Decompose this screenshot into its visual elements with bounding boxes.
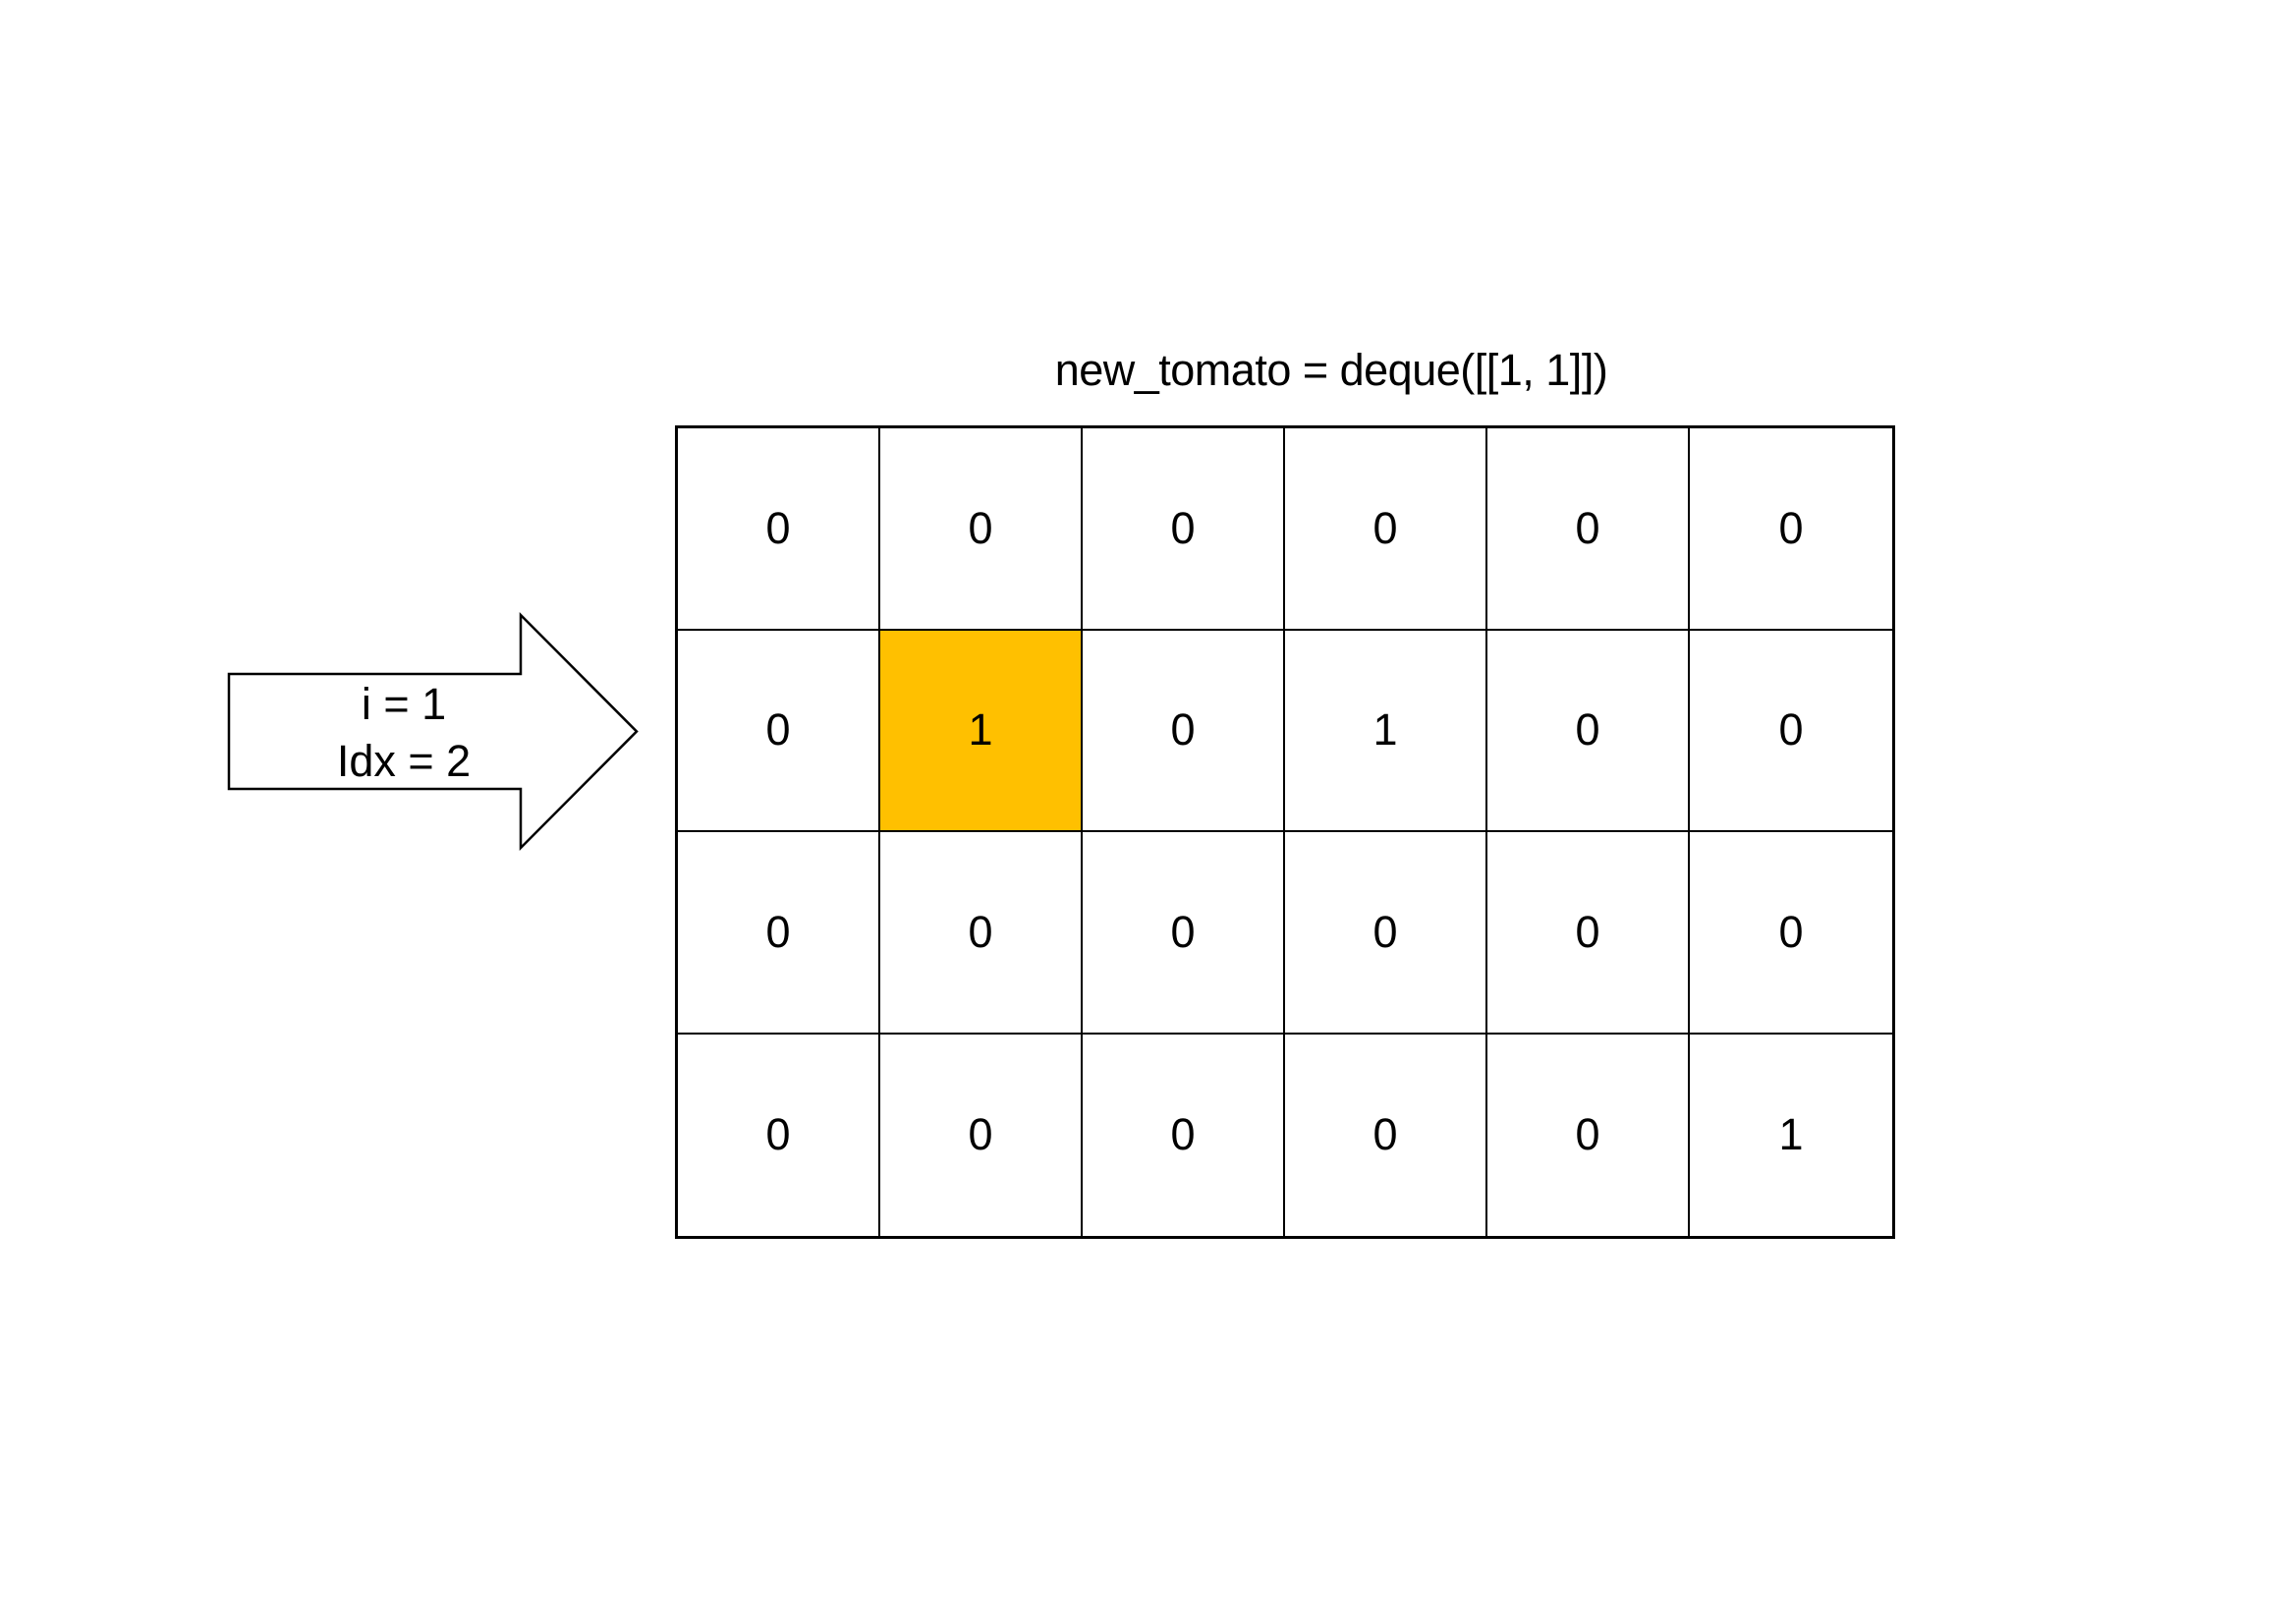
- grid-cell-r3c4: 0: [1487, 1034, 1690, 1236]
- right-arrow-polygon: [227, 611, 639, 852]
- grid-cell-r2c0: 0: [678, 832, 880, 1035]
- grid-cell-r0c3: 0: [1285, 428, 1487, 631]
- grid-cell-r0c2: 0: [1083, 428, 1285, 631]
- grid-cell-r1c5: 0: [1690, 631, 1892, 832]
- grid-cell-r0c0: 0: [678, 428, 880, 631]
- grid-cell-highlighted: 1: [880, 630, 1083, 832]
- grid-cell-r3c0: 0: [678, 1034, 880, 1236]
- grid-cell-r2c5: 0: [1690, 832, 1892, 1035]
- grid-cell-r0c4: 0: [1487, 428, 1690, 631]
- grid-cell-r3c1: 0: [880, 1034, 1083, 1236]
- title: new_tomato = deque([[1, 1]]): [1054, 345, 1608, 395]
- grid-cell-r1c0: 0: [678, 630, 880, 832]
- arrow-label: i = 1 Idx = 2: [229, 676, 579, 790]
- grid-cell-r2c3: 0: [1285, 832, 1487, 1035]
- arrow-label-line1: i = 1: [361, 679, 447, 729]
- grid-cell-r1c2: 0: [1083, 630, 1285, 832]
- arrow-label-line2: Idx = 2: [336, 736, 472, 786]
- grid-cell-r3c3: 0: [1285, 1034, 1487, 1236]
- grid-cell-r2c4: 0: [1487, 832, 1690, 1035]
- grid-cell-r0c1: 0: [880, 428, 1083, 631]
- grid-cell-r3c5: 1: [1778, 1109, 1804, 1160]
- grid-cell-r1c3: 1: [1285, 630, 1487, 832]
- grid-cell-r0c5: 0: [1690, 428, 1892, 631]
- right-arrow-shape: [227, 611, 639, 852]
- grid-cell-r2c2: 0: [1083, 832, 1285, 1035]
- grid-cell-r3c2: 0: [1083, 1034, 1285, 1236]
- grid-cell-r2c1: 0: [880, 832, 1083, 1035]
- grid-cell-r1c4: 0: [1487, 630, 1690, 832]
